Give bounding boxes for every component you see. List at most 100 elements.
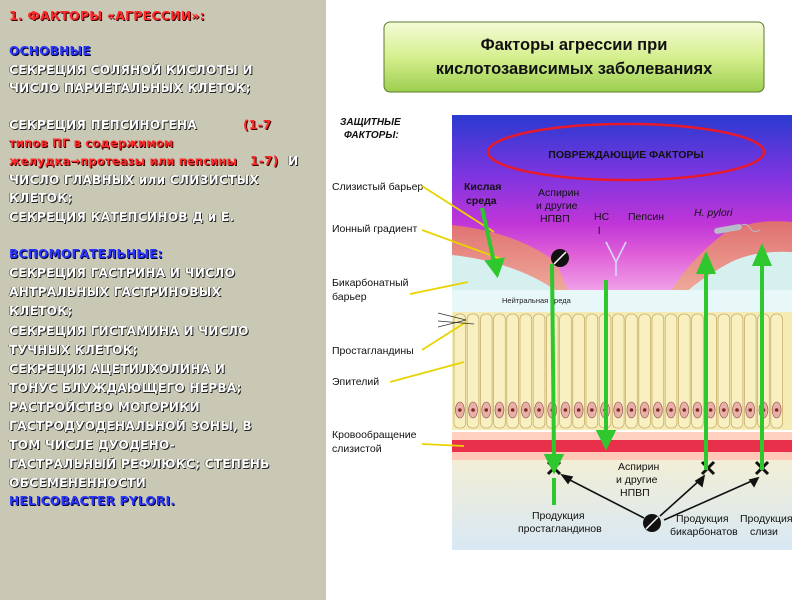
epithelial-cell (506, 313, 519, 429)
nucleus-dot (484, 408, 489, 412)
text-line: СЕКРЕЦИЯ ПЕПСИНОГЕНА (9, 118, 197, 132)
aspirin-top-1: Аспирин (538, 187, 580, 199)
prod-bicarbonates-2: бикарбонатов (670, 526, 738, 538)
neutral-zone-label: Нейтральная среда (502, 296, 572, 305)
nucleus-dot (695, 408, 700, 412)
acid-label-1: Кислая (464, 181, 501, 193)
text-line-red: (1-7 (243, 118, 272, 132)
inhibition-arrows (560, 473, 760, 521)
nucleus-dot (735, 408, 739, 412)
bicarbonate-label-1: Бикарбонатный (332, 277, 409, 289)
nucleus-dot (616, 408, 621, 412)
nucleus-dot (590, 408, 594, 412)
text-line: СЕКРЕЦИЯ ГИСТАМИНА И ЧИСЛО (9, 324, 249, 338)
text-line: ЧИСЛО ГЛАВНЫХ или СЛИЗИСТЫХ (9, 173, 259, 187)
text-line: ОБСЕМЕНЕННОСТИ (9, 476, 146, 490)
hcl-label-2: l (598, 225, 600, 237)
text-line: ТОМ ЧИСЛЕ ДУОДЕНО- (9, 438, 175, 452)
pill-icon-bottom (643, 514, 661, 532)
nucleus-dot (537, 408, 541, 412)
text-line: ГАСТРАЛЬНЫЙ РЕФЛЮКС; СТЕПЕНЬ (9, 457, 270, 471)
damaging-factors-label: ПОВРЕЖДАЮЩИЕ ФАКТОРЫ (548, 149, 703, 161)
diagram-title-line2: кислотозависимых заболеваниях (436, 60, 713, 78)
aspirin-bottom-2: и другие (616, 474, 658, 486)
epithelial-cell (664, 313, 678, 429)
title-box: Факторы агрессии при кислотозависимых за… (383, 21, 765, 93)
acid-label-2: среда (466, 195, 497, 207)
text-line: КЛЕТОК; (9, 191, 73, 205)
main-factors-label: ОСНОВНЫЕ (9, 44, 91, 58)
hcl-label-1: HC (594, 211, 610, 223)
nucleus-dot (748, 408, 753, 412)
prod-bicarbonates-1: Продукция (676, 513, 729, 525)
mucosa-cross-section: ПОВРЕЖДАЮЩИЕ ФАКТОРЫ Нейтральная среда (452, 115, 792, 550)
damaging-items: Кислая среда Аспирин и другие НПВП HC l … (464, 181, 761, 276)
pill-icon (551, 249, 569, 267)
prod-prostaglandins-1: Продукция (532, 510, 585, 522)
nucleus-dot (510, 408, 515, 412)
epithelial-cell (585, 313, 599, 429)
text-line: СЕКРЕЦИЯ ГАСТРИНА И ЧИСЛО (9, 266, 236, 280)
epithelial-cell (453, 313, 467, 429)
epithelial-cell (611, 313, 625, 429)
text-line: СЕКРЕЦИЯ КАТЕПСИНОВ Д и Е. (9, 210, 235, 224)
epithelial-cell (466, 313, 480, 429)
nucleus-dot (497, 408, 502, 412)
epithelial-cell (730, 313, 744, 429)
aspirin-top-2: и другие (536, 200, 578, 212)
aggression-factors-diagram: Факторы агрессии при кислотозависимых за… (326, 0, 800, 600)
text-line: ГАСТРОДУОДЕНАЛЬНОЙ ЗОНЫ, В (9, 419, 252, 433)
aspirin-top-3: НПВП (540, 213, 570, 225)
nucleus-dot (524, 408, 528, 412)
prod-mucus-2: слизи (750, 526, 778, 538)
epithelial-cell (493, 313, 506, 429)
text-line-red: желудка→протеазы или пепсины (9, 154, 238, 168)
text-line: СЕКРЕЦИЯ СОЛЯНОЙ КИСЛОТЫ И (9, 63, 253, 77)
text-line: ЧИСЛО ПАРИЕТАЛЬНЫХ КЛЕТОК; (9, 81, 251, 95)
epithelial-cells (453, 313, 783, 429)
mucus-barrier-label: Слизистый барьер (332, 181, 423, 193)
epithelial-cell (651, 313, 665, 429)
aspirin-bottom-3: НПВП (620, 487, 650, 499)
prod-prostaglandins-2: простагландинов (518, 523, 602, 535)
protective-heading-2: ФАКТОРЫ: (344, 130, 399, 141)
bicarbonate-label-2: барьер (332, 291, 367, 303)
epithelial-cell (743, 313, 757, 429)
nucleus-dot (669, 408, 673, 412)
damaging-factors-ellipse (486, 122, 766, 182)
green-arrows (480, 207, 773, 505)
epithelial-cell (691, 313, 704, 429)
blood-flow-label-2: слизистой (332, 443, 382, 455)
text-line: АНТРАЛЬНЫХ ГАСТРИНОВЫХ (9, 285, 222, 299)
nucleus-dot (629, 408, 634, 412)
epithelial-cell (625, 313, 638, 429)
epithelial-cell (532, 313, 546, 429)
left-text-panel: 1. ФАКТОРЫ «АГРЕССИИ»: ОСНОВНЫЕ СЕКРЕЦИЯ… (0, 0, 326, 600)
nucleus-dot (682, 408, 687, 412)
protective-heading-1: ЗАЩИТНЫЕ (340, 117, 401, 128)
prostaglandins-label: Простагландины (332, 345, 414, 357)
diagram-title-line1: Факторы агрессии при (481, 36, 668, 54)
text-line: ТУЧНЫХ КЛЕТОК; (9, 343, 138, 357)
aux-factors-label: ВСПОМОГАТЕЛЬНЫЕ: (9, 247, 163, 261)
nucleus-dot (576, 408, 581, 412)
epithelial-cell (572, 313, 585, 429)
text-line-red: 1-7) (250, 154, 279, 168)
hpylori-icon (714, 223, 761, 234)
protective-factors: ЗАЩИТНЫЕ ФАКТОРЫ: Слизистый барьер Ионны… (332, 117, 505, 455)
nucleus-dot (471, 408, 475, 412)
ion-gradient-label: Ионный градиент (332, 223, 417, 235)
epithelium-label: Эпителий (332, 376, 379, 388)
epithelial-cell (479, 313, 493, 429)
epithelial-cell (677, 313, 691, 429)
text-line-red: типов ПГ в содержимом (9, 136, 174, 150)
nucleus-dot (563, 408, 568, 412)
text-line: СЕКРЕЦИЯ АЦЕТИЛХОЛИНА И (9, 362, 226, 376)
nucleus-dot (722, 408, 726, 412)
text-line: РАСТРОЙСТВО МОТОРИКИ (9, 400, 200, 414)
text-line: КЛЕТОК; (9, 304, 73, 318)
nucleus-dot (656, 408, 660, 412)
nucleus-dot (774, 408, 779, 412)
nucleus-dot (458, 408, 462, 412)
epithelial-cell (519, 313, 533, 429)
